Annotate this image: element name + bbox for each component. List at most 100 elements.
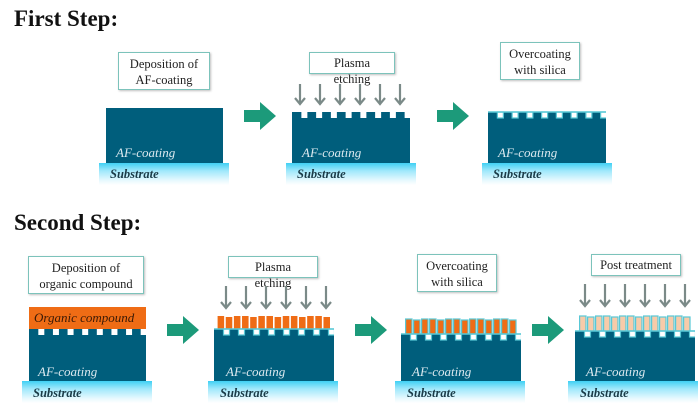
pillar — [595, 315, 603, 333]
pillar — [578, 315, 587, 333]
pillar — [682, 316, 691, 333]
pillar — [274, 317, 282, 330]
pillar — [299, 317, 306, 330]
etch-notch — [688, 330, 695, 338]
pillar — [217, 316, 225, 330]
etch-notch — [140, 329, 146, 335]
label-post-treatment: Post treatment — [591, 254, 681, 276]
pillar — [674, 315, 683, 333]
etch-notch — [38, 329, 45, 335]
etch-notch — [360, 112, 367, 118]
pillar — [307, 316, 314, 330]
pillar — [315, 316, 322, 330]
pillar — [429, 318, 437, 336]
etch-notch — [484, 333, 493, 341]
substrate-layer — [286, 163, 416, 185]
plasma-arrow-icon — [220, 286, 232, 310]
etch-notch — [673, 330, 682, 338]
etch-notch — [222, 328, 231, 336]
etch-notch — [52, 329, 59, 335]
plasma-arrow-icon — [599, 284, 611, 308]
pillar — [452, 318, 461, 336]
process-arrow-icon — [244, 102, 276, 130]
plasma-arrow-icon — [260, 286, 272, 310]
etch-notch — [469, 333, 478, 341]
etch-notch — [301, 112, 308, 118]
etch-notch — [375, 112, 382, 118]
substrate-text: Substrate — [220, 386, 269, 400]
plasma-arrow-icon — [314, 84, 326, 106]
etch-notch — [327, 328, 334, 336]
etch-notch — [570, 111, 578, 119]
organic-compound-layer — [29, 307, 146, 331]
etch-notch — [600, 111, 606, 119]
af-coating-text: AF-coating — [302, 145, 362, 160]
label-line: organic compound — [39, 277, 133, 291]
plasma-arrow-icon — [679, 284, 691, 308]
etch-notch — [514, 333, 521, 341]
plasma-arrow-icon — [639, 284, 651, 308]
etch-notch — [237, 328, 246, 336]
pillar — [650, 315, 659, 333]
substrate-text: Substrate — [407, 386, 456, 400]
etch-notch — [555, 111, 563, 119]
substrate-layer — [568, 381, 698, 403]
pillar — [242, 316, 249, 330]
etch-notch — [628, 330, 637, 338]
etch-notch — [389, 112, 396, 118]
substrate-text: Substrate — [110, 167, 159, 181]
process-arrow-icon — [355, 316, 387, 344]
pillar — [634, 316, 643, 333]
af-coating-text: AF-coating — [586, 364, 646, 379]
plasma-arrow-icon — [294, 84, 306, 106]
substrate-layer — [482, 163, 612, 185]
pillar — [436, 319, 445, 336]
label-overcoating-silica: Overcoating with silica — [417, 254, 497, 292]
plasma-arrow-icon — [659, 284, 671, 308]
etch-notch — [404, 112, 410, 118]
af-coating-text: AF-coating — [116, 145, 176, 160]
plasma-arrow-icon — [240, 286, 252, 310]
label-line: with silica — [514, 63, 566, 77]
pillar — [476, 318, 485, 336]
pillar — [225, 317, 233, 330]
label-line: with silica — [431, 275, 483, 289]
pillar — [658, 316, 667, 333]
pillar — [618, 315, 627, 333]
pillar — [266, 316, 273, 330]
etch-notch — [658, 330, 667, 338]
plasma-arrow-icon — [334, 84, 346, 106]
etch-notch — [345, 112, 352, 118]
etch-notch — [409, 333, 418, 341]
etched-af-coating — [292, 84, 410, 164]
pillar — [666, 315, 675, 333]
label-line: Deposition of — [51, 261, 121, 275]
process-arrow-icon — [437, 102, 469, 130]
pillar — [642, 315, 651, 333]
etch-notch — [297, 328, 306, 336]
label-deposition-organic: Deposition of organic compound — [28, 256, 144, 294]
label-plasma-etching: Plasma etching — [309, 52, 395, 86]
label-line: Overcoating — [509, 47, 571, 61]
pillar — [404, 318, 413, 336]
pillar — [508, 319, 517, 336]
af-coating-text: AF-coating — [498, 145, 558, 160]
label-line: Plasma etching — [254, 260, 292, 290]
etch-notch — [126, 329, 133, 335]
substrate-layer — [395, 381, 525, 403]
substrate-text: Substrate — [493, 167, 542, 181]
af-coating-body — [575, 331, 695, 381]
pillar — [603, 315, 611, 333]
organic-compound-text: Organic compound — [34, 310, 135, 325]
label-overcoating-silica: Overcoating with silica — [500, 42, 580, 80]
pillar — [421, 318, 429, 336]
etch-notch — [312, 328, 321, 336]
af-coating-body — [292, 112, 410, 164]
plasma-arrow-icon — [280, 286, 292, 310]
pillar — [587, 316, 595, 333]
pillar — [468, 318, 477, 336]
pillar — [290, 316, 298, 330]
pillar — [233, 316, 241, 330]
af-coating-text: AF-coating — [226, 364, 286, 379]
etch-notch — [541, 111, 549, 119]
